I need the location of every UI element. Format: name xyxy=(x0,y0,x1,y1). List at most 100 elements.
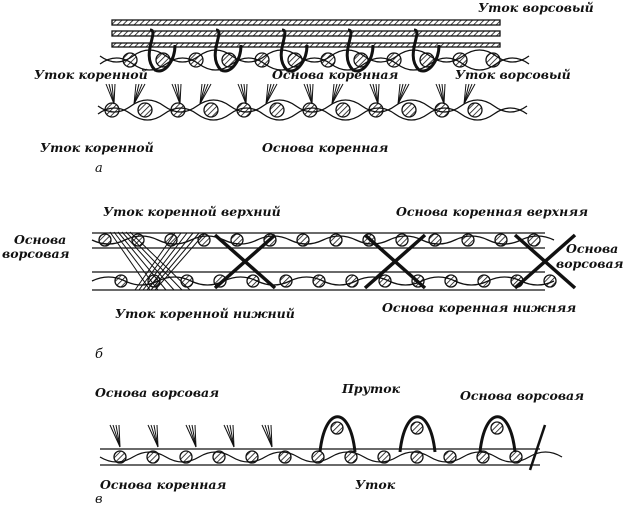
pile-tuft xyxy=(245,83,248,105)
weft-cross-section xyxy=(137,102,153,118)
pile-warp-fibre xyxy=(154,232,206,291)
weft-cross-section xyxy=(269,102,285,118)
label-pile-warp-right-2: ворсовая xyxy=(556,256,624,271)
label-pile-warp-left: Основа ворсовая xyxy=(95,385,219,400)
label-weft-c: Уток xyxy=(355,477,396,492)
lower-weave xyxy=(91,276,555,286)
pile-weft-rod xyxy=(111,19,501,26)
label-pile-warp-right: Основа ворсовая xyxy=(460,388,584,403)
weft-cross-section xyxy=(452,52,468,68)
ground-warp xyxy=(99,49,530,63)
weft-cross-section xyxy=(543,274,557,288)
pile-tuft xyxy=(179,83,182,105)
label-ground-weft-bottom: Уток коренной xyxy=(40,140,154,155)
pile-tuft xyxy=(397,83,410,105)
rod-end xyxy=(528,424,547,471)
label-pile-warp-left-1: Основа xyxy=(14,232,66,247)
pile-warp xyxy=(99,451,563,463)
pile-warp-fibre xyxy=(129,231,191,291)
weft-cross-section xyxy=(344,450,358,464)
weft-cross-section xyxy=(203,102,219,118)
weft-cross-section xyxy=(188,52,204,68)
pile-warp-fibre xyxy=(146,232,194,291)
weft-cross-section xyxy=(302,102,318,118)
cut-pile-tuft xyxy=(118,424,121,448)
weft-cross-section xyxy=(401,102,417,118)
label-ground-weft: Уток коренной xyxy=(34,67,148,82)
weft-cross-section xyxy=(278,450,292,464)
pile-loop xyxy=(478,415,517,453)
weft-cross-section xyxy=(485,52,501,68)
ground-warp xyxy=(99,57,530,71)
pile-tuft xyxy=(199,83,212,105)
weft-cross-section xyxy=(467,102,483,118)
ground-warp xyxy=(97,107,528,121)
pile-warp-fibre xyxy=(109,231,151,291)
weft-cross-section xyxy=(386,52,402,68)
label-upper-warp: Основа коренная верхняя xyxy=(396,204,588,219)
pile-weft-rod xyxy=(111,30,501,37)
weft-cross-section xyxy=(490,421,504,435)
pile-warp xyxy=(213,233,277,290)
pile-weft-loop xyxy=(147,28,177,73)
weft-cross-section xyxy=(146,450,160,464)
pile-loop xyxy=(318,415,357,453)
panel-letter-a: а xyxy=(95,161,103,176)
weft-cross-section xyxy=(311,450,325,464)
weft-cross-section xyxy=(170,102,186,118)
weft-cross-section xyxy=(443,450,457,464)
label-lower-warp: Основа коренная нижняя xyxy=(382,300,576,315)
pile-weft-loop xyxy=(279,28,309,73)
weft-cross-section xyxy=(368,102,384,118)
pile-tuft xyxy=(443,83,446,105)
weft-cross-section xyxy=(236,102,252,118)
label-pile-warp-right-1: Основа xyxy=(566,241,618,256)
label-rod: Пруток xyxy=(341,381,401,396)
panel-letter-b: б xyxy=(95,347,103,362)
panel-letter-c: в xyxy=(95,492,103,505)
pile-warp xyxy=(513,233,577,290)
pile-warp-fibre xyxy=(150,232,200,291)
pile-tuft xyxy=(133,83,146,105)
pile-warp-fibre xyxy=(121,231,175,291)
weft-cross-section xyxy=(254,52,270,68)
cut-pile-tuft xyxy=(232,424,235,448)
pile-tuft xyxy=(265,83,278,105)
pile-tuft xyxy=(113,83,116,105)
cut-pile-tuft xyxy=(156,424,159,448)
pile-weft-loop xyxy=(345,28,375,73)
weft-cross-section xyxy=(377,450,391,464)
label-pile-weft: Уток ворсовый xyxy=(455,67,571,82)
label-pile-warp-left-2: ворсовая xyxy=(2,246,70,261)
weft-cross-section xyxy=(434,102,450,118)
weft-cross-section xyxy=(104,102,120,118)
ground-warp xyxy=(97,99,528,113)
pile-warp-fibre xyxy=(142,232,188,291)
label-lower-weft: Уток коренной нижний xyxy=(115,306,295,321)
pile-tuft xyxy=(463,83,476,105)
pile-warp-fibre xyxy=(125,231,183,291)
weft-cross-section xyxy=(410,421,424,435)
label-upper-weft: Уток коренной верхний xyxy=(103,204,281,219)
pile-warp xyxy=(363,233,427,290)
label-ground-warp-c: Основа коренная xyxy=(100,477,226,492)
weft-cross-section xyxy=(212,450,226,464)
weft-cross-section xyxy=(179,450,193,464)
cut-pile-tuft xyxy=(270,424,273,448)
pile-tuft xyxy=(311,83,314,105)
label-ground-warp-bottom: Основа коренная xyxy=(262,140,388,155)
pile-tuft xyxy=(377,83,380,105)
weft-cross-section xyxy=(122,52,138,68)
weft-cross-section xyxy=(476,450,490,464)
weft-cross-section xyxy=(335,102,351,118)
weft-cross-section xyxy=(245,450,259,464)
label-pile-weft-top: Уток ворсовый xyxy=(478,0,594,15)
pile-warp-fibre xyxy=(117,231,167,291)
weft-cross-section xyxy=(330,421,344,435)
cut-pile-tuft xyxy=(194,424,197,448)
weft-cross-section xyxy=(410,450,424,464)
pile-weft-loop xyxy=(213,28,243,73)
pile-weft-loop xyxy=(411,28,441,73)
